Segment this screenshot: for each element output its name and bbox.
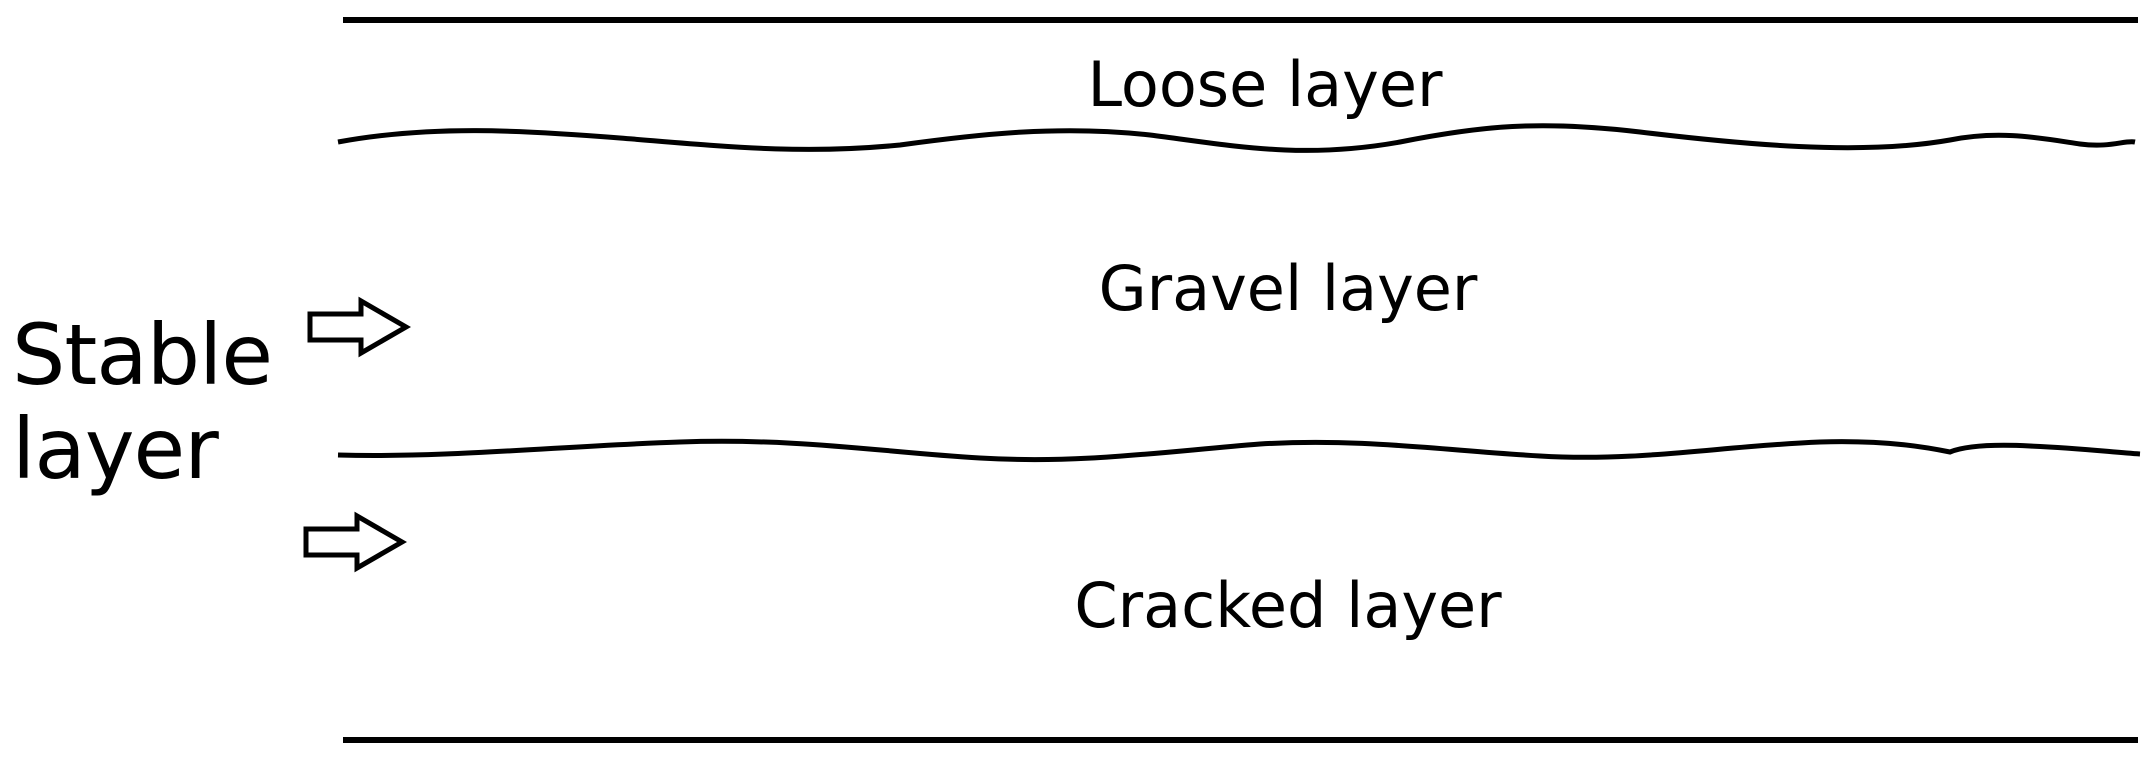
stable-layer-label-line1: Stable xyxy=(12,306,273,404)
cracked-layer-label: Cracked layer xyxy=(1074,569,1502,642)
loose-layer-label: Loose layer xyxy=(1087,48,1443,121)
stable-layer-label: Stable layer xyxy=(12,306,273,499)
gravel-cracked-interface xyxy=(337,438,2141,463)
gravel-layer-label: Gravel layer xyxy=(1098,252,1478,325)
loose-gravel-interface xyxy=(337,123,2136,153)
upper-arrow-icon xyxy=(307,296,411,358)
lower-arrow-icon xyxy=(303,511,407,573)
stable-layer-label-line2: layer xyxy=(12,400,219,499)
